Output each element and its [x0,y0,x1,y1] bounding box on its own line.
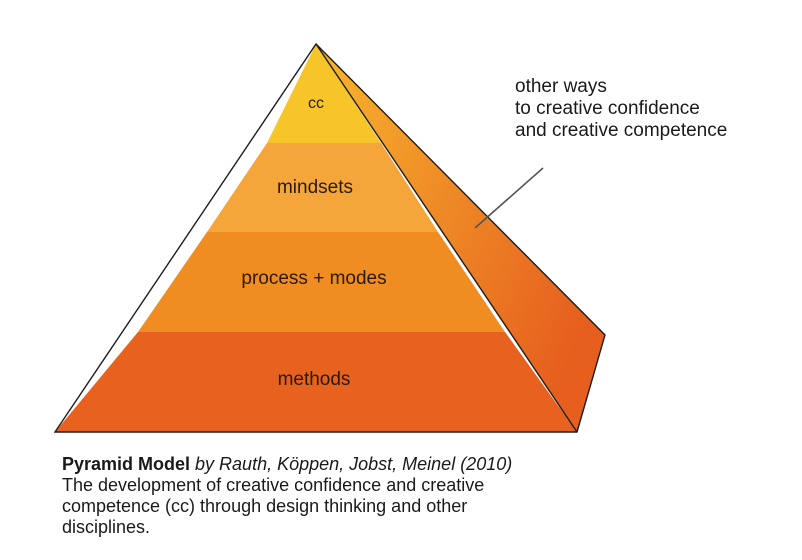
layer-label-process-modes: process + modes [241,268,386,289]
annotation-line: and creative competence [515,120,728,141]
pyramid-diagram: cc mindsets process + modes methods [53,42,606,433]
annotation-text: other ways to creative confidence and cr… [515,76,727,142]
caption-title-line: Pyramid Model by Rauth, Köppen, Jobst, M… [62,454,762,475]
layer-label-cc: cc [308,95,324,112]
annotation-line: other ways [515,76,607,97]
caption-title: Pyramid Model [62,454,191,474]
caption-description-line: disciplines. [62,517,151,537]
layer-label-mindsets: mindsets [277,177,353,198]
caption-description: The development of creative confidence a… [62,475,762,538]
layer-methods-band [55,332,577,432]
annotation-pointer-line [474,167,544,229]
caption-authors: by Rauth, Köppen, Jobst, Meinel (2010) [190,454,513,474]
layer-process-modes-band [138,232,505,332]
figure-caption: Pyramid Model by Rauth, Köppen, Jobst, M… [62,454,762,538]
pyramid-front-edge [315,43,578,433]
pyramid-side-face [316,44,605,432]
layer-cc-band [267,44,381,143]
layer-label-methods: methods [278,369,351,390]
caption-description-line: competence (cc) through design thinking … [62,496,468,516]
layer-mindsets-band [207,143,438,232]
caption-description-line: The development of creative confidence a… [62,475,485,495]
annotation-line: to creative confidence [515,98,700,119]
